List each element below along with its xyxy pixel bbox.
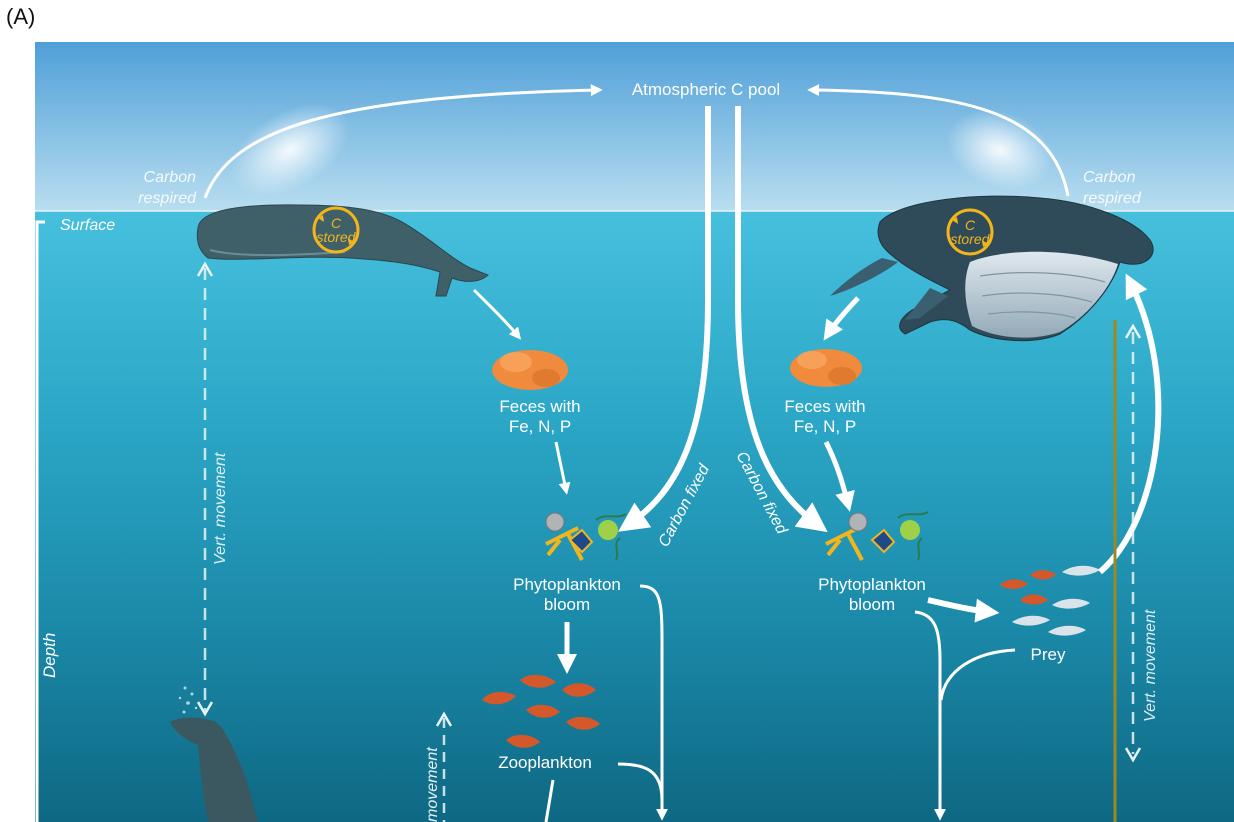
feces-right-icon <box>790 349 862 387</box>
phytoplankton-left-label-2: bloom <box>544 595 590 614</box>
feces-left-icon <box>492 350 568 390</box>
depth-label: Depth <box>40 633 59 678</box>
prey-label: Prey <box>1031 645 1066 664</box>
left-carbon-respired-label-1: Carbon <box>144 169 197 186</box>
surface-label: Surface <box>60 217 115 234</box>
left-carbon-respired-label-2: respired <box>138 190 197 207</box>
atmospheric-c-pool-label: Atmospheric C pool <box>632 80 780 99</box>
right-vert-movement-label: Vert. movement <box>1142 609 1159 722</box>
phytoplankton-right-label-1: Phytoplankton <box>818 575 926 594</box>
phytoplankton-left-label-1: Phytoplankton <box>513 575 621 594</box>
c-stored-left-label-2: stored <box>317 229 357 245</box>
feces-right-label-1: Feces with <box>784 397 865 416</box>
right-carbon-respired-label-1: Carbon <box>1083 169 1136 186</box>
left-vert-movement-label: Vert. movement <box>212 452 229 565</box>
right-carbon-respired-label-2: respired <box>1083 190 1142 207</box>
c-stored-right-label-2: stored <box>951 231 991 247</box>
zoo-vert-movement-label: movement <box>424 747 441 822</box>
sky <box>35 42 1234 212</box>
feces-left-label-2: Fe, N, P <box>509 417 571 436</box>
feces-left-label-1: Feces with <box>499 397 580 416</box>
phytoplankton-right-label-2: bloom <box>849 595 895 614</box>
feces-right-label-2: Fe, N, P <box>794 417 856 436</box>
zooplankton-label: Zooplankton <box>498 753 592 772</box>
